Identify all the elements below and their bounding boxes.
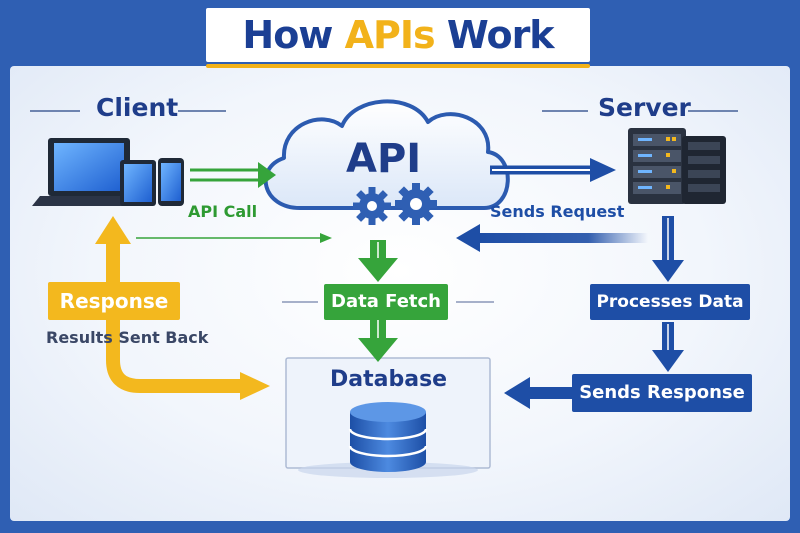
title-underline <box>206 64 590 68</box>
gears-icon <box>353 183 437 225</box>
page-title: How APIs Work <box>206 8 590 62</box>
return-to-api-arrow <box>456 224 648 252</box>
tablet-icon <box>120 160 156 206</box>
laptop-icon <box>32 138 146 206</box>
server-label: Server <box>598 93 691 122</box>
sends-response-badge: Sends Response <box>572 374 752 412</box>
process-arrow <box>652 216 684 282</box>
api-label: API <box>346 136 422 182</box>
response-badge: Response <box>48 282 180 320</box>
fetch-arrow-top <box>358 240 398 282</box>
send-request-arrow <box>490 158 616 182</box>
client-label: Client <box>96 93 179 122</box>
respond-arrow <box>652 322 684 372</box>
response-up-arrow <box>95 216 131 282</box>
api-cloud-icon <box>263 99 510 210</box>
api-call-arrow <box>190 162 276 188</box>
database-label: Database <box>330 367 448 392</box>
response-to-database-yellow-arrow <box>106 320 270 400</box>
database-icon <box>348 402 428 472</box>
title-prefix: How <box>242 13 345 57</box>
api-call-label: API Call <box>188 202 258 221</box>
title-accent: APIs <box>344 13 436 57</box>
sends-request-label: Sends Request <box>490 202 625 221</box>
response-to-database-arrow <box>504 377 574 409</box>
title-suffix: Work <box>434 13 555 57</box>
client-devices-icon <box>32 138 184 206</box>
fetch-arrow-bottom <box>358 320 398 362</box>
results-sent-back-label: Results Sent Back <box>46 328 209 347</box>
phone-icon <box>158 158 184 206</box>
data-fetch-badge: Data Fetch <box>324 284 448 320</box>
api-call-thin-arrow <box>136 233 332 243</box>
processes-data-badge: Processes Data <box>590 284 750 320</box>
server-rack-icon <box>628 128 726 204</box>
